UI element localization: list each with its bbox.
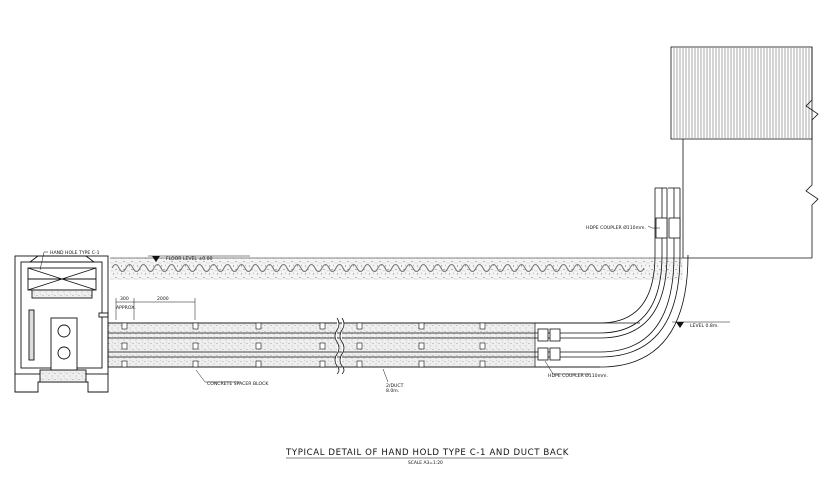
- concrete-spacer-blocks: [121, 322, 486, 368]
- spacer-block: [418, 360, 425, 368]
- dimension-2000: 2000: [157, 296, 169, 302]
- spacer-block: [192, 342, 199, 350]
- ground-soil-band: [110, 257, 683, 280]
- floor-level-label: FLOOR LEVEL ±0.00: [166, 256, 213, 262]
- drawing-scale: SCALE A3=1:20: [408, 460, 443, 466]
- spacer-block: [121, 322, 128, 330]
- concrete-spacer-label: CONCRETE SPACER BLOCK: [207, 381, 269, 387]
- drawing-title: TYPICAL DETAIL OF HAND HOLD TYPE C-1 AND…: [285, 448, 569, 458]
- spacer-block: [319, 322, 326, 330]
- spacer-block: [479, 342, 486, 350]
- dimension-approx: APPROX.: [116, 305, 136, 311]
- spacer-block: [255, 322, 262, 330]
- spacer-block: [192, 322, 199, 330]
- dimension-300: 300: [120, 296, 129, 302]
- level-label: LEVEL 0.8m.: [690, 323, 719, 329]
- spacer-block: [255, 342, 262, 350]
- spacer-block: [479, 360, 486, 368]
- hdpe-couplers: [537, 217, 681, 361]
- break-lines: [334, 317, 345, 375]
- spacer-block: [418, 342, 425, 350]
- spacer-block: [356, 322, 363, 330]
- spacer-block: [356, 360, 363, 368]
- spacer-block: [418, 322, 425, 330]
- duct-label-line1: 2/DUCT: [386, 383, 404, 389]
- hand-hole-label: HAND HOLE TYPE C-1: [50, 250, 100, 256]
- spacer-block: [356, 342, 363, 350]
- annotation-leaders: [195, 225, 660, 383]
- floor-level-marker: [148, 255, 250, 262]
- spacer-block: [255, 360, 262, 368]
- spacer-block: [479, 322, 486, 330]
- spacer-block: [319, 342, 326, 350]
- spacer-block: [121, 360, 128, 368]
- dimension-lines: [115, 298, 196, 320]
- hand-hole-leader: [39, 251, 48, 271]
- hand-hole-chamber: [14, 255, 109, 393]
- level-marker: [672, 321, 730, 328]
- building-wall: [670, 46, 813, 140]
- spacer-block: [319, 360, 326, 368]
- hdpe-coupler-lower-label: HDPE COUPLER Ø110mm.: [548, 372, 608, 379]
- spacer-block: [192, 360, 199, 368]
- duct-bend: [535, 187, 689, 368]
- duct-label-line2: 8.0m.: [386, 388, 399, 394]
- spacer-block: [121, 342, 128, 350]
- hdpe-coupler-upper-label: HDPE COUPLER Ø110mm.: [586, 224, 646, 231]
- duct-pipes: [108, 332, 535, 358]
- wall-outline: [682, 47, 819, 259]
